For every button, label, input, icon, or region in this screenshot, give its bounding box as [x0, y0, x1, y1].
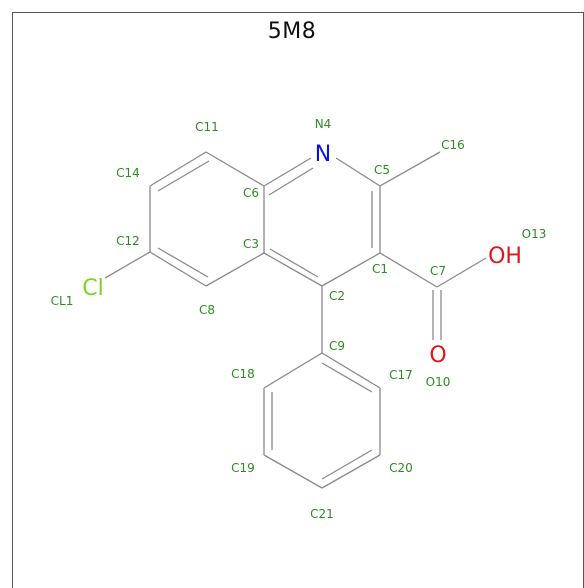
atom-label-c2: C2: [329, 289, 345, 303]
atom-label-n4: N4: [315, 117, 332, 131]
bond-n4-c5: [335, 157, 381, 187]
bond-c6-n4-inner: [268, 167, 314, 196]
bond-group: [104, 151, 487, 489]
bond-c12-cl1: [104, 251, 151, 279]
molecule-title: 5M8: [267, 19, 317, 44]
bond-c1-c7: [379, 252, 438, 288]
atom-label-c6: C6: [243, 186, 259, 200]
atom-label-c11: C11: [195, 120, 219, 134]
bond-c12-c8: [149, 251, 207, 287]
atom-label-c18: C18: [231, 367, 255, 381]
bond-c20-c21-inner: [321, 449, 373, 480]
atom-label-c8: C8: [199, 303, 215, 317]
atom-label-c20: C20: [389, 461, 413, 475]
bond-c7-o13: [436, 257, 487, 288]
bond-c1-c2: [321, 252, 381, 287]
atom-label-c16: C16: [441, 138, 465, 152]
bond-c8-c3: [205, 252, 265, 287]
bond-c20-c21: [321, 454, 381, 489]
bond-c12-c8-inner: [157, 247, 209, 278]
bond-c9-c17-inner: [321, 362, 373, 393]
bond-c6-c11: [205, 151, 265, 187]
atom-label-c19: C19: [231, 461, 255, 475]
bond-c2-c3-inner: [269, 248, 319, 278]
bond-c9-c17: [321, 352, 381, 389]
element-symbols: N OH O Cl: [82, 142, 522, 368]
atom-labels: C11 N4 C16 C14 C6 C5 C12 C3 O13 C1 C7 CL…: [51, 117, 547, 521]
bond-c2-c3: [263, 252, 323, 287]
element-cl: Cl: [82, 276, 103, 301]
element-oh: OH: [488, 244, 522, 269]
atom-label-c3: C3: [243, 237, 259, 251]
atom-label-c1: C1: [372, 262, 388, 276]
bond-c11-c14-inner: [157, 160, 210, 192]
bond-c5-c16: [379, 151, 441, 187]
element-o: O: [429, 343, 446, 368]
atom-label-c12: C12: [116, 234, 140, 248]
atom-label-c21: C21: [310, 507, 334, 521]
atom-label-cl1: CL1: [51, 294, 74, 308]
element-n: N: [315, 142, 331, 167]
atom-label-o13: O13: [522, 227, 547, 241]
atom-label-c14: C14: [116, 166, 140, 180]
atom-label-o10: O10: [426, 375, 451, 389]
bond-c11-c14: [149, 151, 207, 187]
atom-label-c9: C9: [329, 339, 345, 353]
atom-label-c7: C7: [430, 264, 446, 278]
atom-label-c5: C5: [374, 163, 390, 177]
bond-c6-n4: [263, 157, 312, 187]
bond-c21-c19: [263, 454, 323, 489]
diagram-frame: [12, 12, 584, 588]
atom-label-c17: C17: [389, 368, 413, 382]
bond-c9-c18: [263, 352, 323, 389]
